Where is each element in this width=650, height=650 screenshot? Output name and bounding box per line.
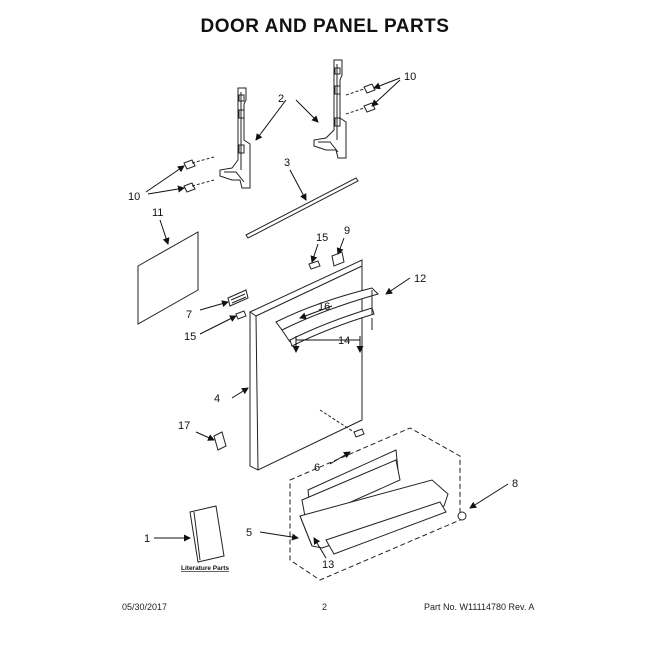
screw-left: [235, 310, 247, 320]
callout-10-left: 10: [128, 191, 140, 203]
callout-13: 13: [322, 559, 334, 571]
door-bumper: [213, 431, 227, 451]
handle-clip: [331, 251, 345, 267]
callout-16: 16: [318, 301, 330, 313]
callout-15-top: 15: [316, 232, 328, 244]
screw-top: [308, 260, 321, 270]
callout-2: 2: [278, 93, 284, 105]
access-panel: [137, 231, 199, 325]
callout-7: 7: [186, 309, 192, 321]
callout-10-right: 10: [404, 71, 416, 83]
door-gasket-strip: [245, 177, 359, 239]
screws-left: [183, 156, 215, 193]
footer-date: 05/30/2017: [122, 602, 168, 612]
callout-9: 9: [344, 225, 350, 237]
callout-15-left: 15: [184, 331, 196, 343]
fastener-8: [457, 511, 467, 521]
callout-3: 3: [284, 157, 290, 169]
callout-5: 5: [246, 527, 252, 539]
callout-12: 12: [414, 273, 426, 285]
callout-17: 17: [178, 420, 190, 432]
callout-6: 6: [314, 462, 320, 474]
callout-8: 8: [512, 478, 518, 490]
footer-part-number: Part No. W11114780 Rev. A: [424, 602, 535, 612]
literature-parts-label: Literature Parts: [181, 565, 229, 572]
hinge-bracket-right: [313, 59, 347, 159]
screws-right: [345, 83, 376, 115]
callout-1: 1: [144, 533, 150, 545]
hinge-bracket-left: [219, 87, 251, 189]
callout-4: 4: [214, 393, 220, 405]
inner-door-panel: [249, 259, 363, 471]
literature-booklet: [189, 505, 225, 563]
door-handle: [275, 287, 379, 347]
vent-grille: [227, 289, 249, 307]
callout-11: 11: [152, 207, 163, 219]
page-title: DOOR AND PANEL PARTS: [200, 16, 450, 37]
callout-14: 14: [338, 335, 350, 347]
footer-page-number: 2: [322, 602, 328, 612]
